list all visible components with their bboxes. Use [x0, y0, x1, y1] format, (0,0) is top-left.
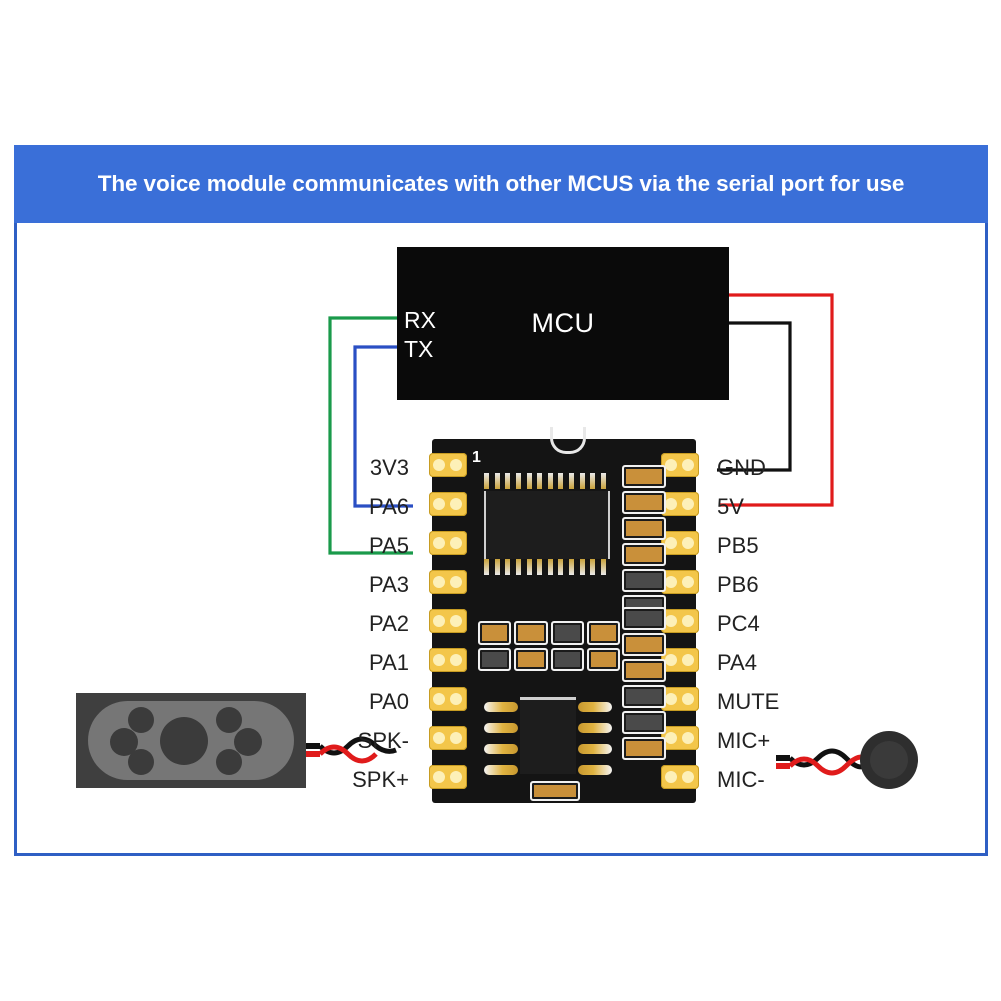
speaker-hole — [234, 728, 262, 756]
pcb-pad-pa0 — [429, 687, 467, 711]
speaker-hole — [128, 707, 154, 733]
speaker-hole — [128, 749, 154, 775]
pcb-pad-mic-minus — [661, 765, 699, 789]
pcb-pad-gnd — [661, 453, 699, 477]
main-ic-bottom-pins — [484, 559, 606, 575]
smd-component-grid — [478, 621, 620, 671]
pin-label-pa3: PA3 — [369, 572, 409, 597]
smd-pad — [622, 465, 666, 488]
smd-pad — [550, 621, 584, 645]
voice-module-pcb: 1 — [429, 427, 699, 803]
pcb-pin1-marker: 1 — [472, 449, 481, 466]
banner: The voice module communicates with other… — [14, 145, 988, 223]
bottom-ic-left-legs — [484, 702, 518, 775]
pcb-pad-spk-minus — [429, 726, 467, 750]
speaker-hole-center — [160, 717, 208, 765]
pin-label-pa5: PA5 — [369, 533, 409, 558]
pcb-pad-3v3 — [429, 453, 467, 477]
pcb-pad-pa4 — [661, 648, 699, 672]
pcb-pad-pa5 — [429, 531, 467, 555]
smd-pad — [622, 633, 666, 656]
pin-label-mic-minus: MIC- — [717, 767, 765, 792]
smd-pad — [622, 569, 666, 592]
smd-pad — [550, 647, 584, 671]
pin-label-pb5: PB5 — [717, 533, 759, 558]
mcu-pin-rx: RX — [404, 307, 436, 333]
speaker-hole — [216, 749, 242, 775]
pcb-pad-pc4 — [661, 609, 699, 633]
pcb-pad-pa1 — [429, 648, 467, 672]
smd-pad — [514, 647, 548, 671]
pin-label-mute: MUTE — [717, 689, 780, 714]
pin-label-pb6: PB6 — [717, 572, 759, 597]
pin-label-pa6: PA6 — [369, 494, 409, 519]
pin-label-pa0: PA0 — [369, 689, 409, 714]
smd-column-lower — [622, 607, 666, 760]
microphone-capsule — [870, 741, 908, 779]
pcb-pad-spk-plus — [429, 765, 467, 789]
pin-label-pa1: PA1 — [369, 650, 409, 675]
pin-label-3v3: 3V3 — [369, 455, 409, 480]
pin-label-pa4: PA4 — [717, 650, 757, 675]
pin-label-pc4: PC4 — [717, 611, 760, 636]
bottom-ic-right-legs — [578, 702, 612, 775]
pcb-pad-mic-plus — [661, 726, 699, 750]
banner-text: The voice module communicates with other… — [97, 171, 905, 196]
smd-pad — [586, 647, 620, 671]
smd-pad — [622, 491, 666, 514]
pcb-pad-pb5 — [661, 531, 699, 555]
wiring-diagram: MCU RX TX 3V3 PA6 PA5 PA3 PA2 PA1 PA0 SP… — [14, 223, 988, 856]
speaker-face — [88, 701, 294, 780]
main-ic-top-pins — [484, 473, 606, 489]
pcb-notch-icon — [550, 427, 586, 454]
smd-pad — [478, 647, 512, 671]
mcu-label: MCU — [531, 308, 595, 338]
smd-pad — [622, 737, 666, 760]
pin-label-pa2: PA2 — [369, 611, 409, 636]
smd-pad — [622, 711, 666, 734]
bottom-ic — [520, 697, 576, 774]
smd-pad — [622, 517, 666, 540]
smd-column-upper — [622, 465, 666, 618]
pin-label-mic-plus: MIC+ — [717, 728, 771, 753]
smd-pad — [586, 621, 620, 645]
pcb-pad-pa3 — [429, 570, 467, 594]
main-ic — [484, 491, 610, 559]
pcb-pad-pa6 — [429, 492, 467, 516]
smd-pad — [622, 685, 666, 708]
pcb-pad-pb6 — [661, 570, 699, 594]
wire-mic — [776, 748, 868, 776]
microphone — [860, 731, 918, 789]
smd-pad — [622, 543, 666, 566]
smd-pad — [622, 607, 666, 630]
smd-pad — [622, 659, 666, 682]
pin-label-spk-plus: SPK+ — [352, 767, 409, 792]
speaker-hole — [216, 707, 242, 733]
mcu-pin-tx: TX — [404, 336, 434, 362]
bottom-resistor — [530, 781, 580, 801]
pcb-pad-5v — [661, 492, 699, 516]
smd-pad — [514, 621, 548, 645]
speaker — [76, 693, 306, 788]
pin-label-gnd: GND — [717, 455, 766, 480]
pin-label-spk-minus: SPK- — [357, 728, 409, 753]
mcu-block: MCU — [397, 247, 729, 400]
smd-pad — [478, 621, 512, 645]
pcb-pad-mute — [661, 687, 699, 711]
pcb-pad-pa2 — [429, 609, 467, 633]
pin-label-5v: 5V — [717, 494, 744, 519]
